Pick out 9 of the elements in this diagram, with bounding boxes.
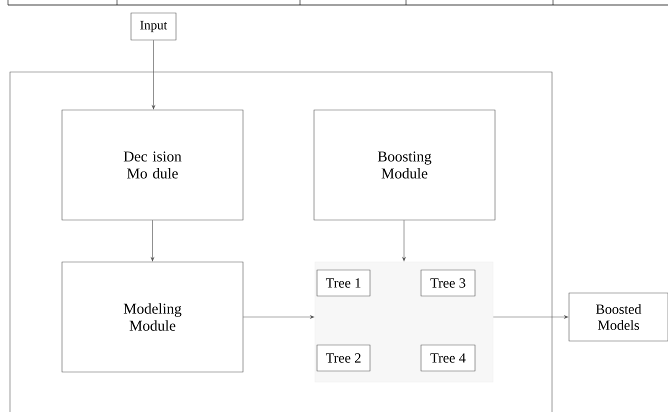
- tree-box: Tree 4: [420, 344, 476, 372]
- module-box: Dec ision Mo dule: [62, 110, 244, 220]
- module-box: Modeling Module: [62, 262, 244, 372]
- input-box: Input: [130, 12, 176, 40]
- tree-box: Tree 3: [420, 270, 476, 296]
- module-box: Boosting Module: [314, 110, 496, 220]
- tree-box: Tree 2: [316, 344, 370, 372]
- tree-box: Tree 1: [316, 270, 370, 296]
- output-box: Boosted Models: [568, 292, 668, 342]
